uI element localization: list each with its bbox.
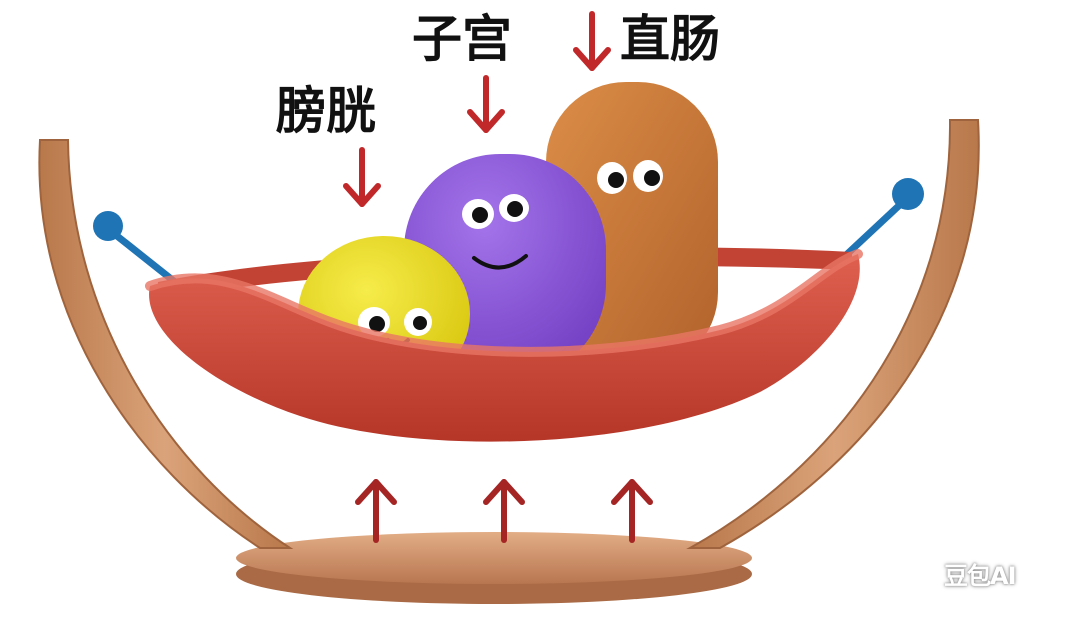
down-arrow-icon <box>343 147 381 207</box>
watermark: 豆包AI <box>944 562 1017 590</box>
right-cord <box>842 197 908 259</box>
label-uterus: 子宫 <box>412 10 512 68</box>
right-frame-arc <box>686 119 980 549</box>
left-knob <box>93 211 123 241</box>
up-arrow-icon <box>355 479 397 543</box>
left-frame-arc <box>38 139 294 549</box>
down-arrow-icon <box>467 75 505 133</box>
wooden-base <box>236 532 752 604</box>
up-arrow-icon <box>611 479 653 543</box>
left-cord <box>109 229 178 285</box>
down-arrow-icon <box>573 11 611 71</box>
label-rectum: 直肠 <box>620 10 720 68</box>
right-knob <box>892 178 924 210</box>
up-arrow-icon <box>483 479 525 543</box>
hammock-sling <box>149 254 860 442</box>
label-bladder: 膀胱 <box>276 82 376 140</box>
